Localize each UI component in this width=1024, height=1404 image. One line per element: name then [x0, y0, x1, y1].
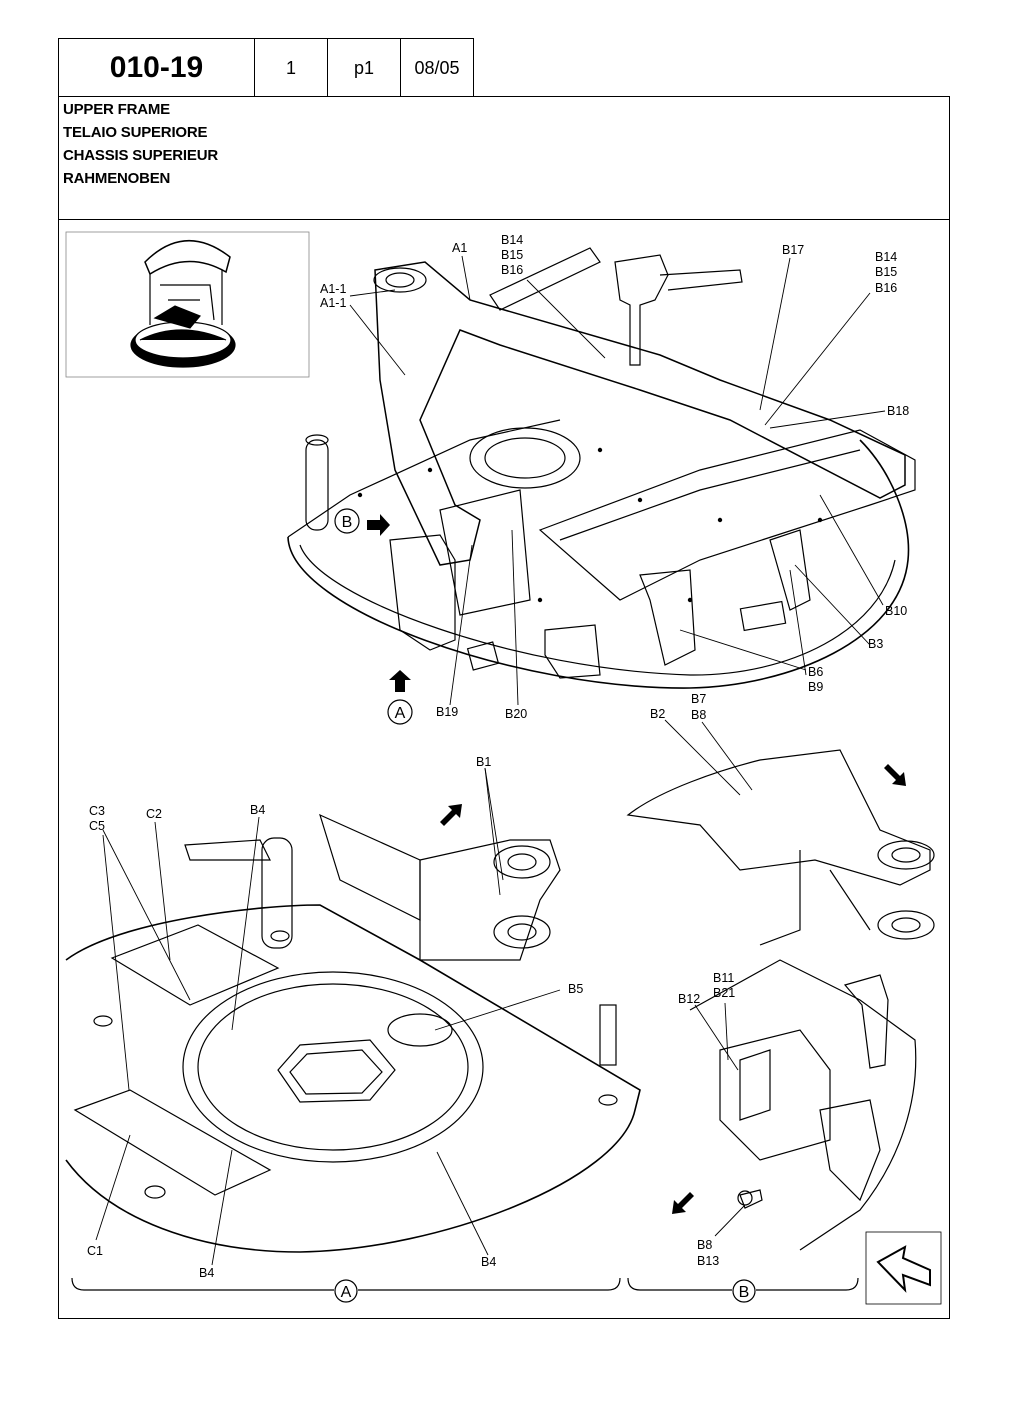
callout-b11: B11 — [713, 971, 734, 985]
callout-a1-1-second: A1-1 — [320, 296, 346, 310]
title-it: TELAIO SUPERIORE — [63, 124, 208, 141]
callout-b13: B13 — [697, 1254, 719, 1268]
view-letter-b-top: B — [342, 514, 353, 531]
callout-labels: A1 A1-1 A1-1 B14 B15 B16 B17 B14 B15 B16… — [87, 233, 909, 1280]
view-letter-a-top: A — [395, 705, 406, 722]
callout-b19: B19 — [436, 705, 458, 719]
section-bracket-a — [71, 1277, 621, 1291]
header-row: 010-19 1 p1 08/05 — [58, 38, 474, 97]
figure-frame — [58, 218, 950, 1319]
machine-inset — [65, 231, 310, 378]
callout-a1-1: A1-1 — [320, 282, 346, 296]
view-marker-a-bottom — [334, 1279, 358, 1303]
title-de: RAHMENOBEN — [63, 170, 171, 187]
header-date: 08/05 — [414, 57, 460, 78]
callout-b6: B6 — [808, 665, 823, 679]
page-code: 010-19 — [59, 39, 255, 97]
callout-b15: B15 — [501, 248, 523, 262]
callout-c3: C3 — [89, 804, 105, 818]
callout-b16: B16 — [501, 263, 523, 277]
view-marker-b-bottom — [732, 1279, 756, 1303]
callout-c1: C1 — [87, 1244, 103, 1258]
callout-b4-top: B4 — [250, 803, 265, 817]
callout-c2: C2 — [146, 807, 162, 821]
view-b-details — [626, 749, 935, 1251]
callout-b17: B17 — [782, 243, 804, 257]
leader-lines — [95, 255, 886, 1266]
callout-b14: B14 — [501, 233, 523, 247]
callout-b2: B2 — [650, 707, 665, 721]
callout-b14-right: B14 — [875, 250, 897, 264]
callout-b1: B1 — [476, 755, 491, 769]
direction-arrow-a-top — [389, 670, 411, 692]
callout-b5: B5 — [568, 982, 583, 996]
callout-c5: C5 — [89, 819, 105, 833]
view-marker-a-top — [387, 699, 413, 725]
callout-a1: A1 — [452, 241, 467, 255]
header-field-qty: 1 — [255, 39, 328, 97]
callout-b8-bottom: B8 — [697, 1238, 712, 1252]
callout-b10: B10 — [885, 604, 907, 618]
callout-b4-bottom-right: B4 — [481, 1255, 496, 1269]
section-bracket-b — [627, 1277, 859, 1291]
title-box: UPPER FRAME TELAIO SUPERIORE CHASSIS SUP… — [58, 96, 950, 220]
upper-frame-assembly — [287, 247, 916, 689]
callout-b18: B18 — [887, 404, 909, 418]
callout-b8: B8 — [691, 708, 706, 722]
return-arrow-icon — [865, 1231, 942, 1305]
callout-b16-right: B16 — [875, 281, 897, 295]
title-en: UPPER FRAME — [63, 101, 170, 118]
header-field-page: p1 — [328, 39, 401, 97]
title-fr: CHASSIS SUPERIEUR — [63, 147, 218, 164]
callout-b3: B3 — [868, 637, 883, 651]
view-letter-b-bottom: B — [739, 1284, 750, 1301]
direction-arrow-b-top — [367, 514, 390, 536]
callout-b21: B21 — [713, 986, 735, 1000]
view-a-floor-plate — [65, 813, 641, 1253]
view-marker-b-top — [334, 508, 360, 534]
direction-arrow-lower — [440, 764, 906, 1214]
callout-b7: B7 — [691, 692, 706, 706]
view-letter-a-bottom: A — [341, 1284, 352, 1301]
callout-b4-bottom-left: B4 — [199, 1266, 214, 1280]
callout-b20: B20 — [505, 707, 527, 721]
callout-b15-right: B15 — [875, 265, 897, 279]
callout-b12: B12 — [678, 992, 700, 1006]
callout-b9: B9 — [808, 680, 823, 694]
